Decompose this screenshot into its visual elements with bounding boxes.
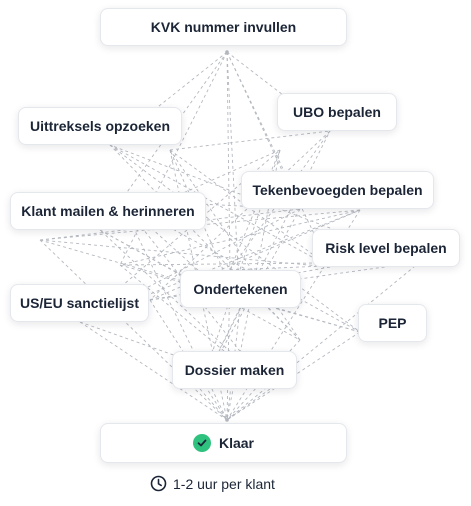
connection-line — [169, 130, 331, 151]
connection-line — [79, 209, 361, 323]
duration-note: 1-2 uur per klant — [150, 475, 275, 492]
connection-hub — [225, 50, 229, 54]
connection-line — [39, 208, 301, 241]
connection-line — [39, 239, 228, 421]
node-uittreksels[interactable]: Uittreksels opzoeken — [18, 107, 182, 145]
node-dossier-label: Dossier maken — [184, 362, 285, 378]
node-tekenbevoegden[interactable]: Tekenbevoegden bepalen — [241, 171, 434, 209]
connection-line — [109, 51, 228, 146]
node-uittreksels-label: Uittreksels opzoeken — [29, 118, 171, 134]
connection-line — [226, 51, 241, 309]
node-klaar-label: Klaar — [218, 435, 255, 451]
clock-icon — [150, 475, 167, 492]
node-klant-mailen-label: Klant mailen & herinneren — [21, 203, 195, 219]
connection-line — [119, 209, 361, 266]
node-dossier[interactable]: Dossier maken — [172, 351, 297, 389]
node-risk-level-label: Risk level bepalen — [325, 240, 447, 256]
connection-line — [226, 388, 271, 421]
connection-line — [39, 239, 331, 268]
node-sanctielijst[interactable]: US/EU sanctielijst — [10, 284, 149, 322]
checkmark-icon — [192, 434, 211, 452]
connection-line — [199, 388, 228, 421]
connection-line — [169, 149, 301, 341]
connection-hub — [225, 418, 229, 422]
node-klaar[interactable]: Klaar — [100, 423, 347, 463]
node-klant-mailen[interactable]: Klant mailen & herinneren — [10, 192, 206, 230]
node-risk-level[interactable]: Risk level bepalen — [312, 229, 460, 267]
connection-line — [119, 199, 228, 421]
node-sanctielijst-label: US/EU sanctielijst — [19, 295, 140, 311]
connection-line — [149, 130, 331, 301]
connection-line — [229, 149, 281, 271]
node-pep[interactable]: PEP — [358, 304, 427, 342]
connection-line — [39, 239, 361, 333]
connection-line — [226, 51, 231, 271]
node-ubo-label: UBO bepalen — [293, 104, 381, 120]
node-kvk-label: KVK nummer invullen — [150, 19, 297, 35]
node-kvk[interactable]: KVK nummer invullen — [100, 8, 347, 46]
node-ondertekenen[interactable]: Ondertekenen — [180, 270, 301, 308]
duration-text: 1-2 uur per klant — [173, 475, 275, 492]
node-pep-label: PEP — [378, 315, 407, 331]
connection-line — [169, 149, 241, 309]
node-ubo[interactable]: UBO bepalen — [277, 93, 397, 131]
node-ondertekenen-label: Ondertekenen — [193, 281, 288, 297]
node-tekenbevoegden-label: Tekenbevoegden bepalen — [252, 182, 423, 198]
